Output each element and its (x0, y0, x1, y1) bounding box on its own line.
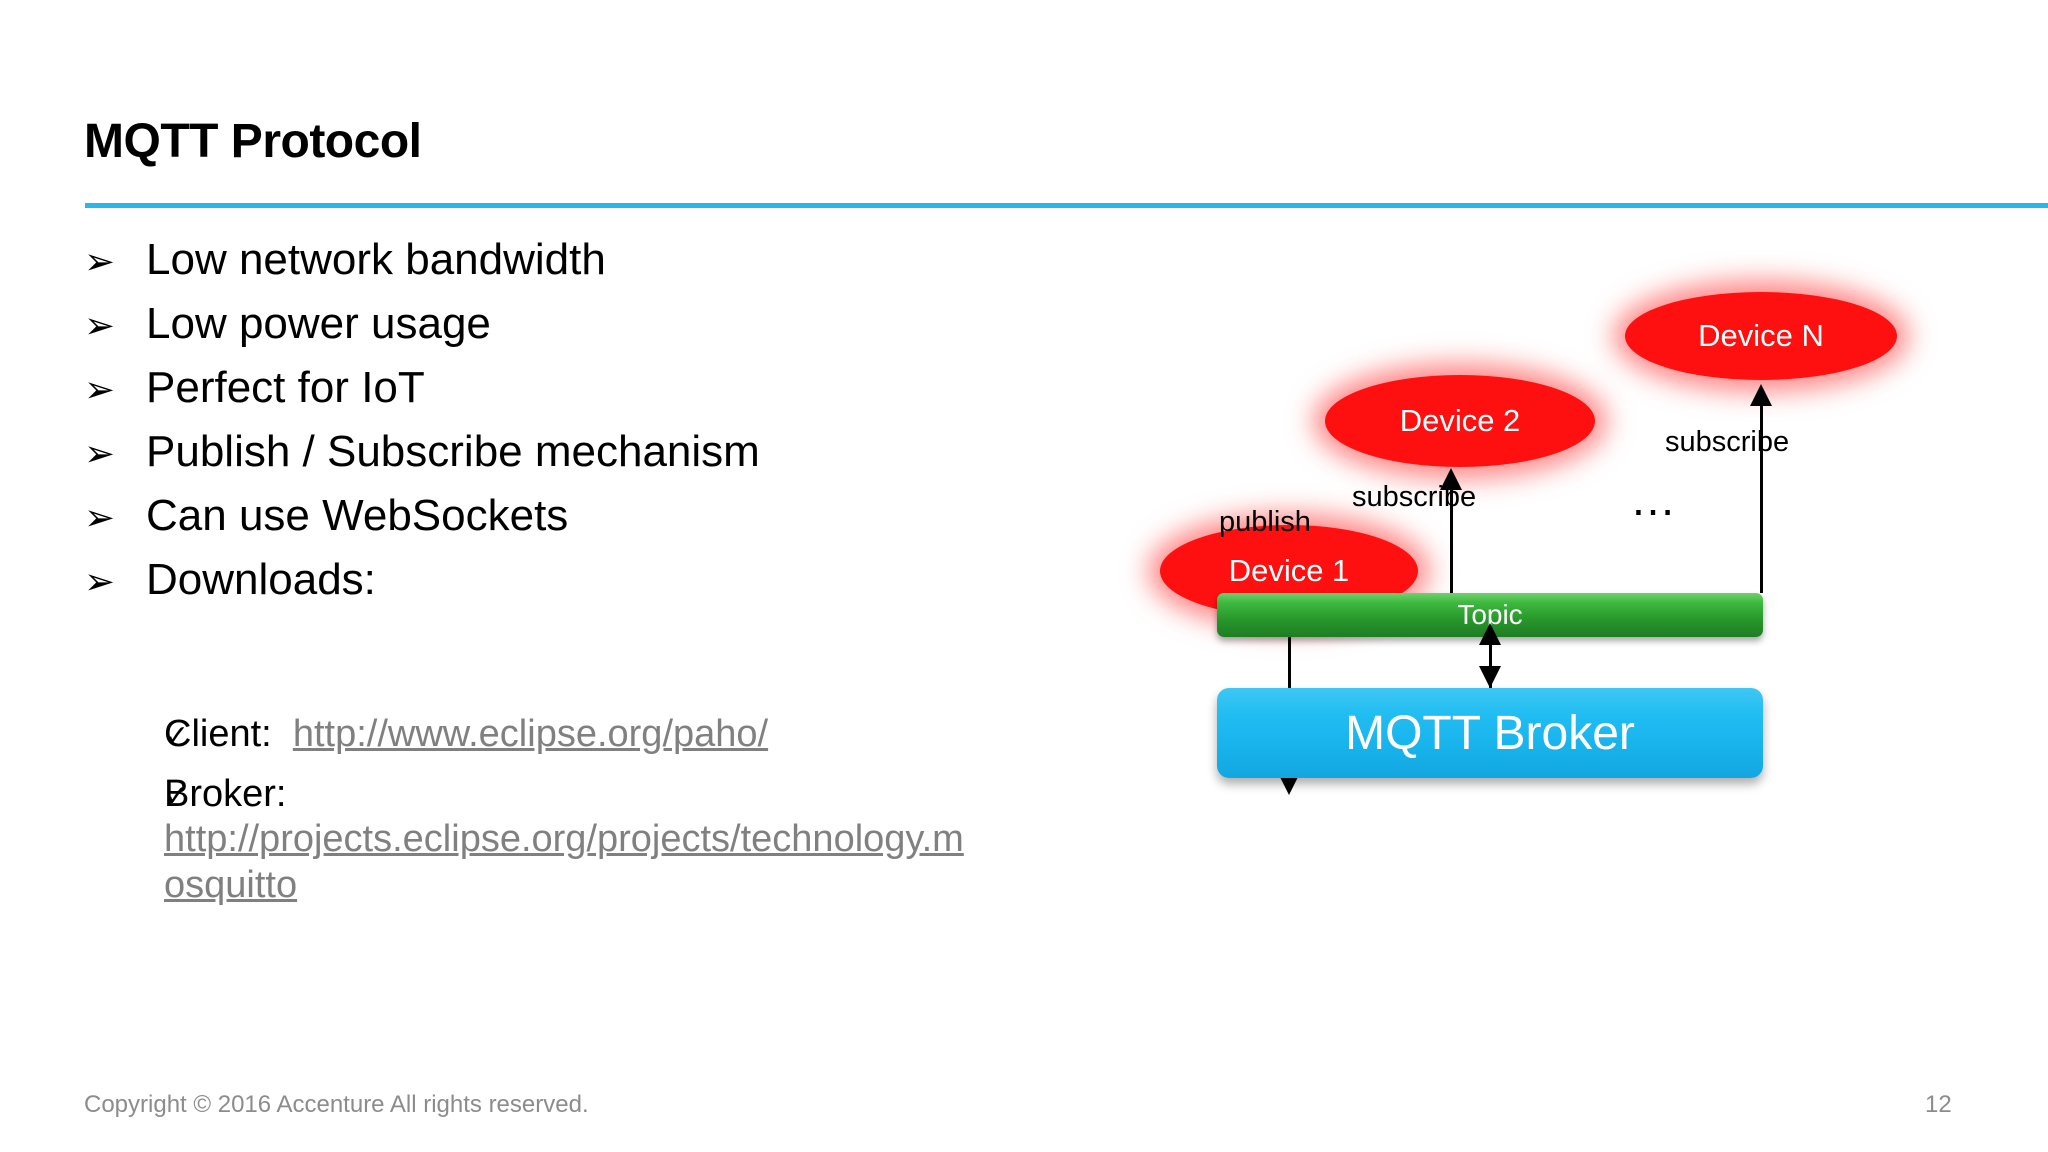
list-item: ➢ Low power usage (84, 298, 1094, 349)
subscribe-label-devicen: subscribe (1665, 426, 1790, 458)
arrow-bullet-icon: ➢ (84, 497, 116, 539)
list-item: ✓ Client: http://www.eclipse.org/paho/ (84, 712, 1134, 758)
mqtt-broker-label: MQTT Broker (1345, 706, 1635, 760)
subscribe-arrow-head-icon-device2 (1440, 468, 1462, 490)
device-n-label: Device N (1698, 318, 1824, 353)
page-title: MQTT Protocol (84, 115, 422, 168)
bullet-text: Publish / Subscribe mechanism (146, 427, 760, 477)
arrow-bullet-icon: ➢ (84, 433, 116, 475)
bullet-list: ➢ Low network bandwidth ➢ Low power usag… (84, 234, 1094, 618)
list-item: ➢ Can use WebSockets (84, 490, 1094, 541)
bullet-text: Can use WebSockets (146, 491, 569, 541)
client-download-row: Client: http://www.eclipse.org/paho/ (164, 712, 768, 758)
check-icon: ✓ (164, 779, 190, 813)
list-item: ➢ Low network bandwidth (84, 234, 1094, 285)
bullet-text: Perfect for IoT (146, 363, 425, 413)
list-item: ➢ Perfect for IoT (84, 362, 1094, 413)
arrow-bullet-icon: ➢ (84, 241, 116, 282)
arrow-bullet-icon: ➢ (84, 369, 116, 411)
copyright-text: Copyright © 2016 Accenture All rights re… (84, 1091, 589, 1118)
check-icon: ✓ (164, 720, 190, 753)
device-1-label: Device 1 (1228, 553, 1350, 588)
publish-arrow-head-icon (1278, 773, 1300, 795)
subscribe-label-device2: subscribe (1352, 481, 1477, 513)
list-item: ✓ Broker:http://projects.eclipse.org/pro… (84, 772, 1134, 909)
mqtt-architecture-diagram: Device 1 Device 2 Device N … publish sub… (1120, 280, 2020, 1020)
device-n-node: Device N (1625, 292, 1897, 380)
subscribe-arrow-head-icon-devicen (1750, 384, 1772, 406)
device-2-node: Device 2 (1325, 375, 1595, 467)
broker-download-row: Broker:http://projects.eclipse.org/proje… (164, 772, 964, 909)
subscribe-arrow-line-device2 (1450, 490, 1453, 593)
arrow-bullet-icon: ➢ (84, 561, 116, 603)
bullet-text: Low network bandwidth (146, 235, 606, 284)
download-links-list: ✓ Client: http://www.eclipse.org/paho/ ✓… (84, 712, 1134, 922)
ellipsis-indicator: … (1630, 473, 1681, 525)
bullet-text: Low power usage (146, 299, 491, 349)
list-item: ➢ Downloads: (84, 554, 1094, 605)
publish-label: publish (1219, 506, 1311, 538)
client-label: Client: (164, 713, 293, 755)
topic-broker-arrow-head-down-icon (1479, 666, 1501, 688)
client-paho-link[interactable]: http://www.eclipse.org/paho/ (292, 713, 769, 755)
broker-mosquitto-link[interactable]: http://projects.eclipse.org/projects/tec… (164, 818, 964, 906)
device-2-label: Device 2 (1399, 403, 1521, 438)
broker-label: Broker: (164, 772, 287, 815)
page-number: 12 (1925, 1091, 1952, 1118)
list-item: ➢ Publish / Subscribe mechanism (84, 426, 1094, 477)
bullet-text: Downloads: (146, 555, 376, 605)
subscribe-arrow-line-devicen (1760, 406, 1763, 593)
title-underline-rule (85, 203, 2048, 208)
mqtt-broker-node: MQTT Broker (1217, 688, 1763, 778)
arrow-bullet-icon: ➢ (84, 305, 116, 347)
topic-broker-arrow-head-up-icon (1479, 623, 1501, 645)
